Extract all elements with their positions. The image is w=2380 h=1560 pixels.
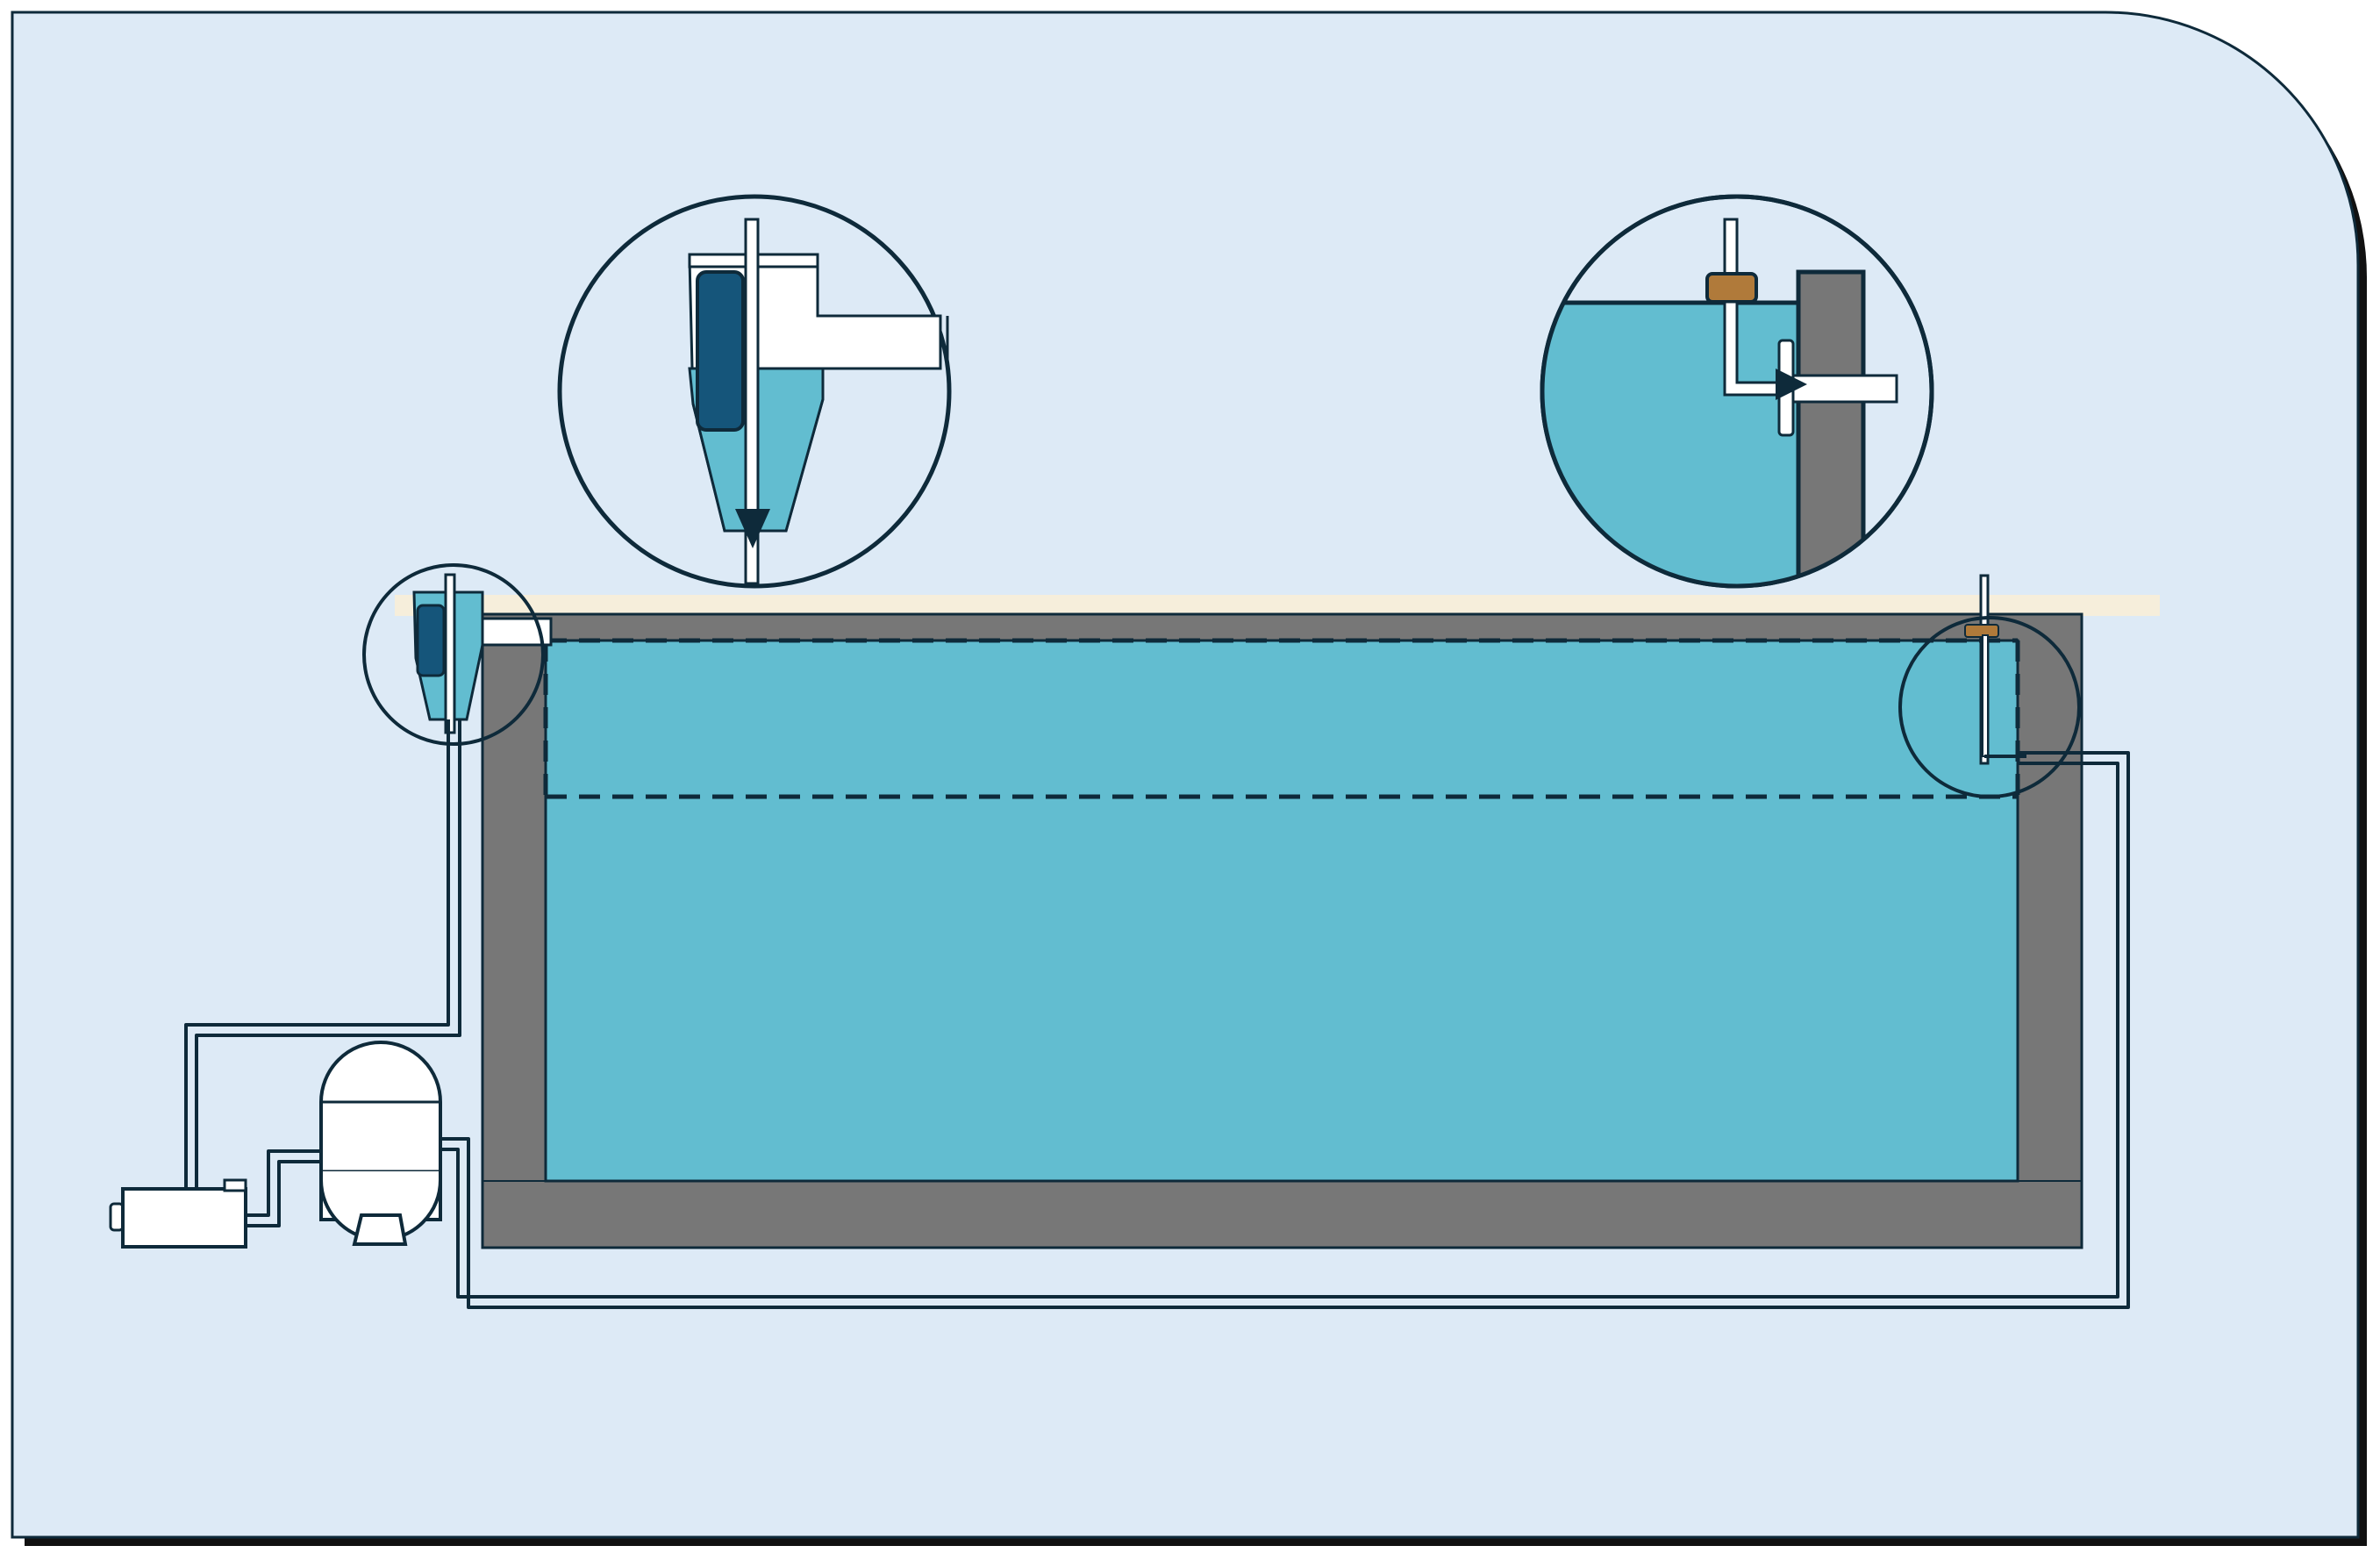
regulator-marker-circle: [1898, 616, 2081, 798]
skimmer-icon: [362, 563, 553, 746]
skimmer-marker-circle: [362, 563, 545, 746]
suction-line: [184, 719, 461, 1195]
return-line: [440, 751, 2130, 1309]
regulator-detail: [1540, 194, 1934, 589]
skimmer-basket-icon: [696, 270, 745, 432]
filter-tank-icon: [319, 1041, 442, 1246]
pool-basin: [395, 595, 2160, 1249]
float-valve-icon: [1898, 574, 2081, 798]
skimmer-detail: [557, 194, 952, 589]
pool-deck: [395, 595, 2160, 616]
pump-icon: [109, 1149, 321, 1249]
pool-wall-section: [1796, 269, 1866, 586]
float-large: [1705, 272, 1758, 304]
pool-water: [544, 639, 2019, 1183]
